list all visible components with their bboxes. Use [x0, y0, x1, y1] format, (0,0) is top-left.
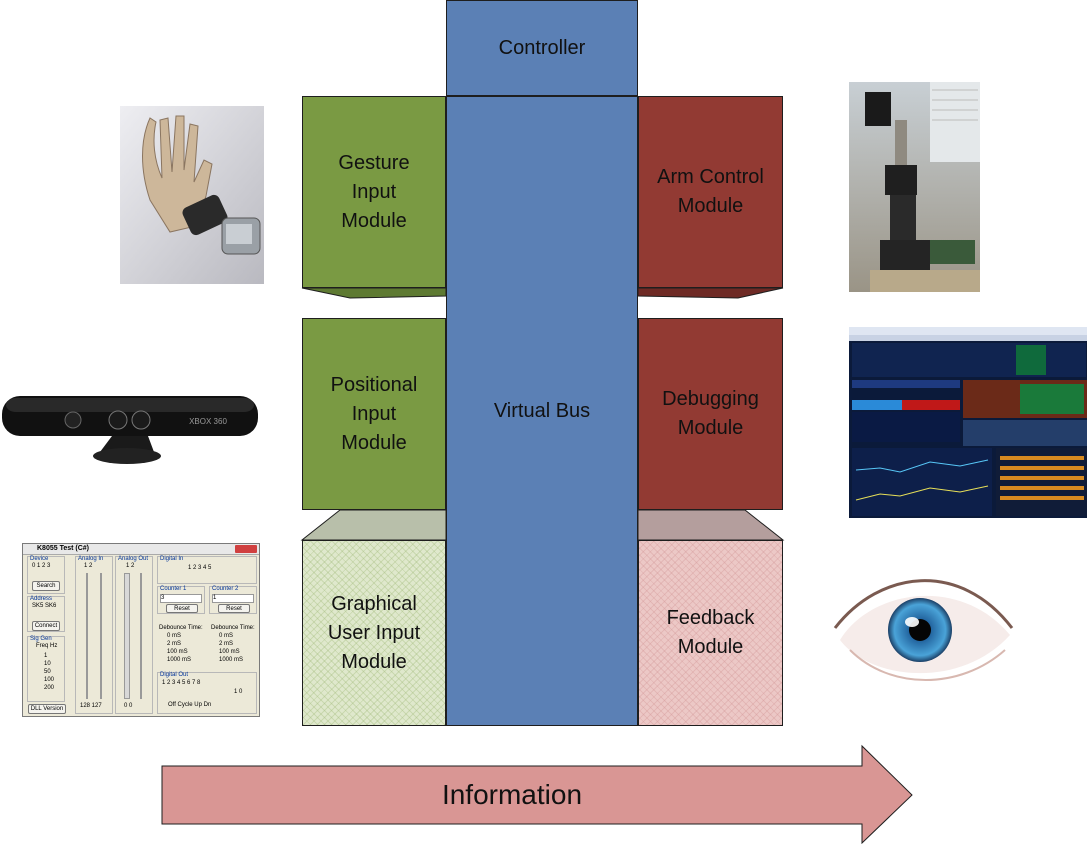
freq-option[interactable]: 200	[44, 685, 55, 691]
dll-version-button[interactable]: DLL Version	[28, 704, 66, 714]
gui-test-window: K8055 Test (C#) Device 0 1 2 3 Search Ad…	[22, 543, 260, 717]
digital-in-numbers: 1 2 3 4 5	[188, 565, 212, 571]
counter2-group: Counter 2 1 Reset	[209, 586, 257, 614]
positional-input-label: Positional Input Module	[330, 373, 418, 454]
analog-out-channels: 1 2	[126, 563, 135, 569]
feedback-label: Feedback Module	[666, 607, 755, 658]
debounce-column-2: Debounce Time: 0 mS 2 mS 100 mS 1000 mS	[211, 624, 255, 664]
digital-in-group: Digital In 1 2 3 4 5	[157, 556, 257, 584]
debug-screenshot	[849, 327, 1087, 518]
eye-photo	[833, 579, 1014, 681]
freq-option[interactable]: 100	[44, 677, 55, 683]
gui-bevel	[300, 509, 447, 541]
analog-in-slider[interactable]	[86, 573, 88, 699]
analog-out-group: Analog Out 1 2 0 0	[115, 556, 153, 714]
debugging-module: Debugging Module	[638, 318, 783, 510]
device-group-label: Device	[30, 556, 49, 562]
kinect-photo: XBOX 360	[2, 396, 258, 464]
analog-in-label: Analog In	[78, 556, 104, 562]
information-label: Information	[441, 779, 583, 810]
debounce-label: Debounce Time:	[159, 625, 203, 631]
analog-in-group: Analog In 1 2 128 127	[75, 556, 113, 714]
freq-option[interactable]: 10	[44, 661, 51, 667]
glove-photo	[120, 106, 264, 284]
debounce-option[interactable]: 2 mS	[219, 641, 234, 647]
counter1-field[interactable]: 3	[160, 594, 202, 603]
analog-out-values: 0 0	[124, 703, 133, 709]
analog-out-slider[interactable]	[140, 573, 142, 699]
freq-checkbox-label[interactable]: Freq Hz	[36, 643, 58, 649]
gesture-bevel	[301, 287, 447, 299]
gesture-input-module: Gesture Input Module	[302, 96, 446, 288]
information-arrow	[161, 744, 913, 844]
arm-control-module: Arm Control Module	[638, 96, 783, 288]
counter2-label: Counter 2	[212, 586, 239, 592]
siggen-group-label: Sig Gen	[30, 636, 52, 642]
virtual-bus-label: Virtual Bus	[493, 399, 591, 422]
arm-bevel	[637, 287, 784, 299]
virtual-bus-box: Virtual Bus	[446, 96, 638, 726]
debounce-option[interactable]: 100 mS	[167, 649, 188, 655]
digital-out-numbers: 1 2 3 4 5 6 7 8	[162, 680, 201, 686]
debounce-column-1: Debounce Time: 0 mS 2 mS 100 mS 1000 mS	[159, 624, 203, 664]
analog-in-slider[interactable]	[100, 573, 102, 699]
debounce-label: Debounce Time:	[211, 625, 255, 631]
digital-out-label: Digital Out	[160, 672, 189, 678]
search-button[interactable]: Search	[32, 581, 60, 591]
analog-out-slider[interactable]	[124, 573, 130, 699]
debounce-option[interactable]: 0 mS	[219, 633, 234, 639]
freq-option[interactable]: 50	[44, 669, 51, 675]
positional-input-module: Positional Input Module	[302, 318, 446, 510]
debounce-option[interactable]: 2 mS	[167, 641, 182, 647]
gui-window-title: K8055 Test (C#)	[23, 544, 259, 555]
freq-option[interactable]: 1	[44, 653, 48, 659]
feedback-module: Feedback Module	[638, 540, 783, 726]
counter2-field[interactable]: 1	[212, 594, 254, 603]
debounce-option[interactable]: 1000 mS	[219, 657, 244, 663]
controller-label: Controller	[498, 36, 586, 59]
feedback-bevel	[637, 509, 785, 541]
counter1-label: Counter 1	[160, 586, 187, 592]
gesture-input-label: Gesture Input Module	[338, 151, 410, 232]
analog-in-values: 128 127	[80, 703, 102, 709]
analog-in-channels: 1 2	[84, 563, 93, 569]
debounce-option[interactable]: 100 mS	[219, 649, 240, 655]
debounce-option[interactable]: 0 mS	[167, 633, 182, 639]
connect-button[interactable]: Connect	[32, 621, 60, 631]
robot-arm-photo	[849, 82, 980, 292]
graphical-input-label: Graphical User Input Module	[327, 592, 421, 673]
analog-out-label: Analog Out	[118, 556, 149, 562]
digital-out-buttons[interactable]: 1 0	[234, 689, 243, 695]
debugging-label: Debugging Module	[662, 388, 759, 439]
digital-out-modes[interactable]: Off Cycle Up Dn	[168, 702, 212, 708]
controller-box: Controller	[446, 0, 638, 96]
window-controls-icon	[235, 545, 257, 553]
graphical-user-input-module: Graphical User Input Module	[302, 540, 446, 726]
digital-in-label: Digital In	[160, 556, 184, 562]
device-numbers: 0 1 2 3	[32, 563, 51, 569]
digital-out-group: Digital Out 1 2 3 4 5 6 7 8 1 0 Off Cycl…	[157, 672, 257, 714]
counter1-group: Counter 1 3 Reset	[157, 586, 205, 614]
device-group: Device 0 1 2 3 Search	[27, 556, 65, 594]
reset-counter1-button[interactable]: Reset	[166, 604, 198, 613]
address-group-label: Address	[30, 596, 53, 602]
kinect-brand-label: XBOX 360	[189, 417, 227, 426]
debounce-option[interactable]: 1000 mS	[167, 657, 192, 663]
arm-control-label: Arm Control Module	[657, 166, 764, 217]
address-labels: SK5 SK6	[32, 603, 57, 609]
reset-counter2-button[interactable]: Reset	[218, 604, 250, 613]
siggen-group: Sig Gen Freq Hz 1 10 50 100 200	[27, 636, 65, 702]
address-group: Address SK5 SK6 Connect	[27, 596, 65, 632]
